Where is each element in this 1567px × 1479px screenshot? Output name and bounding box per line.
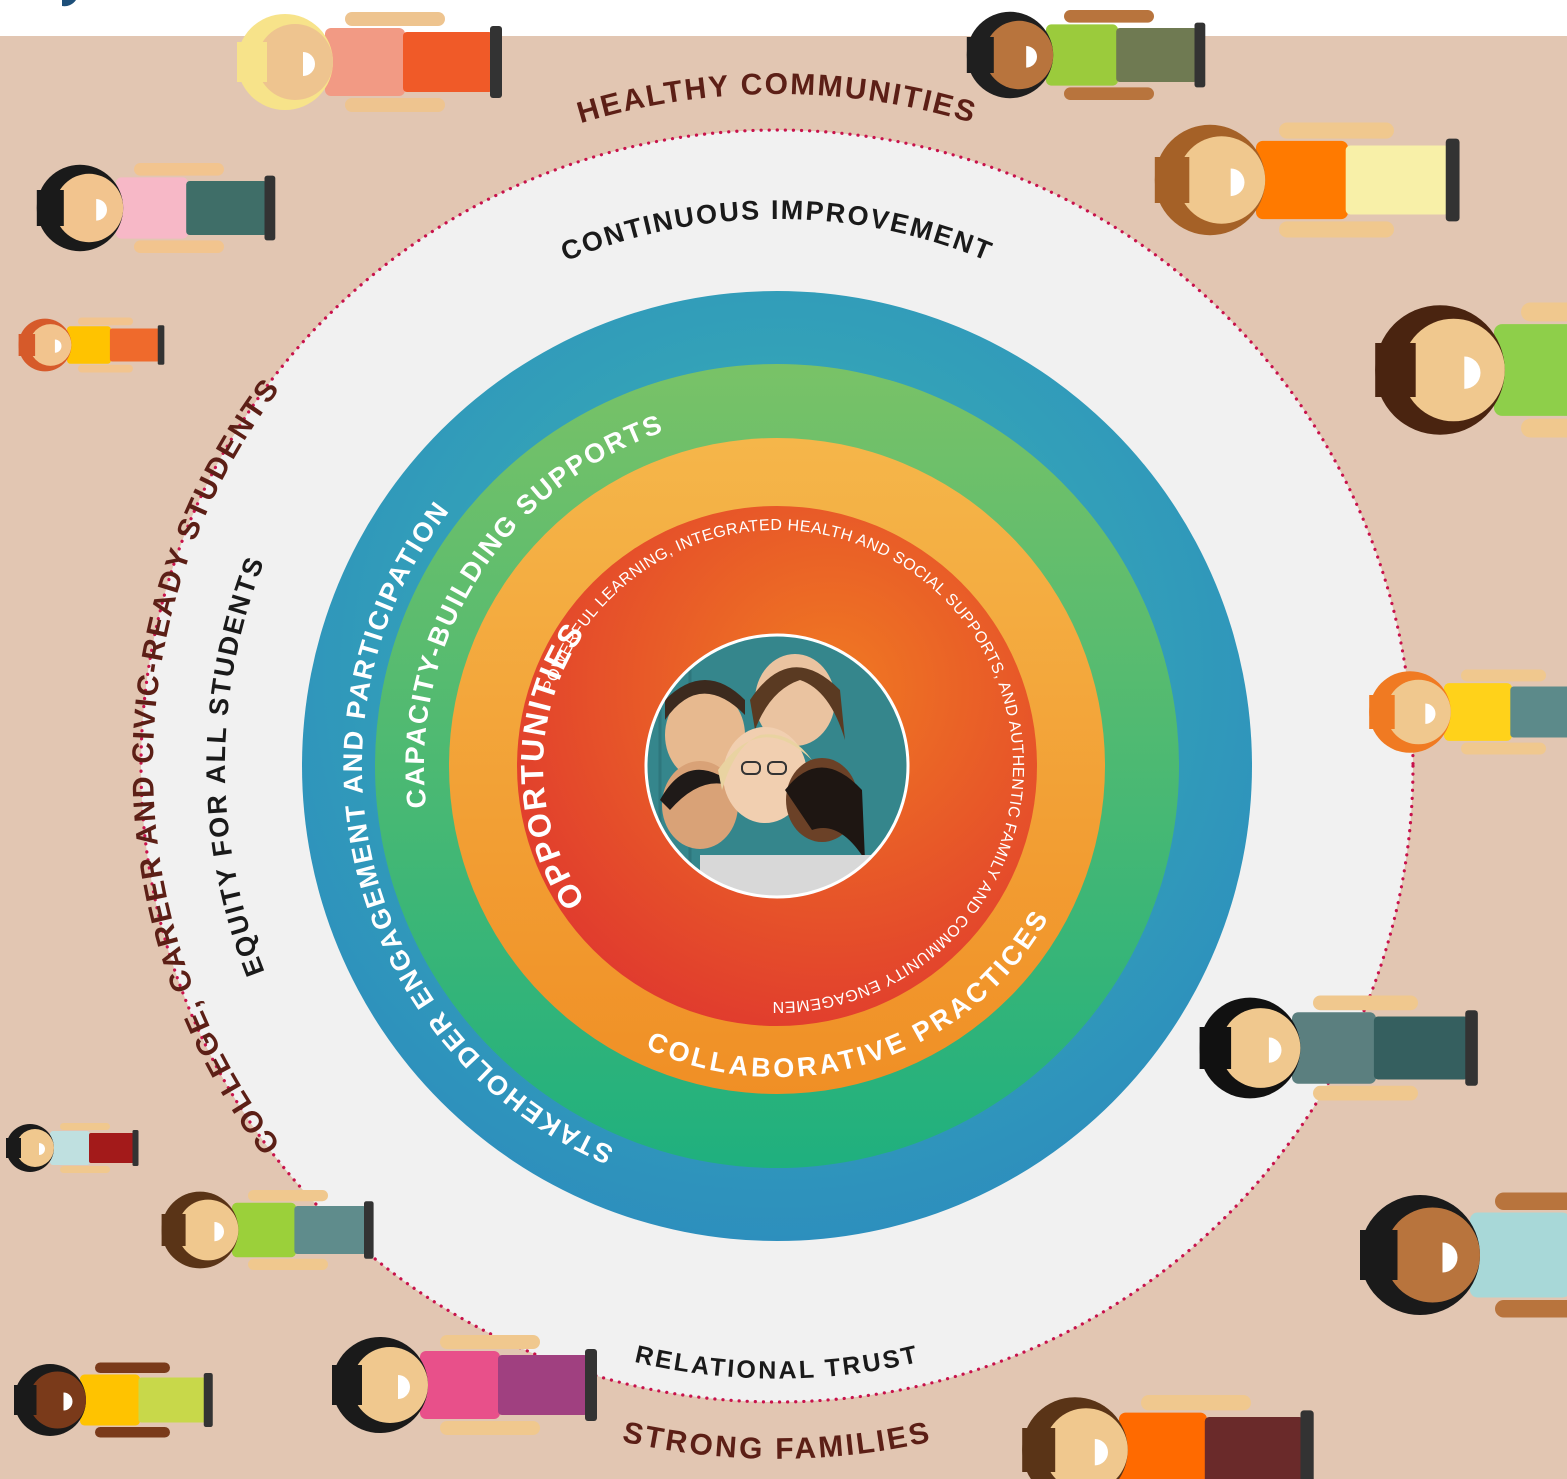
people-group	[6, 9, 1567, 1479]
person-illustration-icon	[1022, 1395, 1314, 1479]
face-icon	[723, 727, 807, 823]
person-illustration-icon	[332, 1335, 597, 1435]
person-illustration-icon	[18, 317, 165, 373]
person-illustration-icon	[237, 12, 502, 112]
person-illustration-icon	[966, 9, 1206, 100]
person-illustration-icon	[1360, 1192, 1567, 1318]
person-illustration-icon	[1154, 122, 1460, 238]
photo-frame	[644, 633, 910, 899]
face-icon	[665, 689, 745, 781]
dotted-boundary	[139, 128, 1415, 1404]
person-illustration-icon	[1369, 669, 1567, 755]
person-illustration-icon	[6, 1123, 139, 1173]
top-band	[0, 0, 1567, 36]
person-illustration-icon	[1199, 995, 1478, 1101]
person-illustration-icon	[1375, 302, 1567, 438]
person-illustration-icon	[36, 163, 276, 253]
person-illustration-icon	[161, 1190, 374, 1270]
person-illustration-icon	[14, 1362, 213, 1438]
students-photo	[646, 635, 908, 897]
logo-fragment-icon	[62, 0, 76, 7]
